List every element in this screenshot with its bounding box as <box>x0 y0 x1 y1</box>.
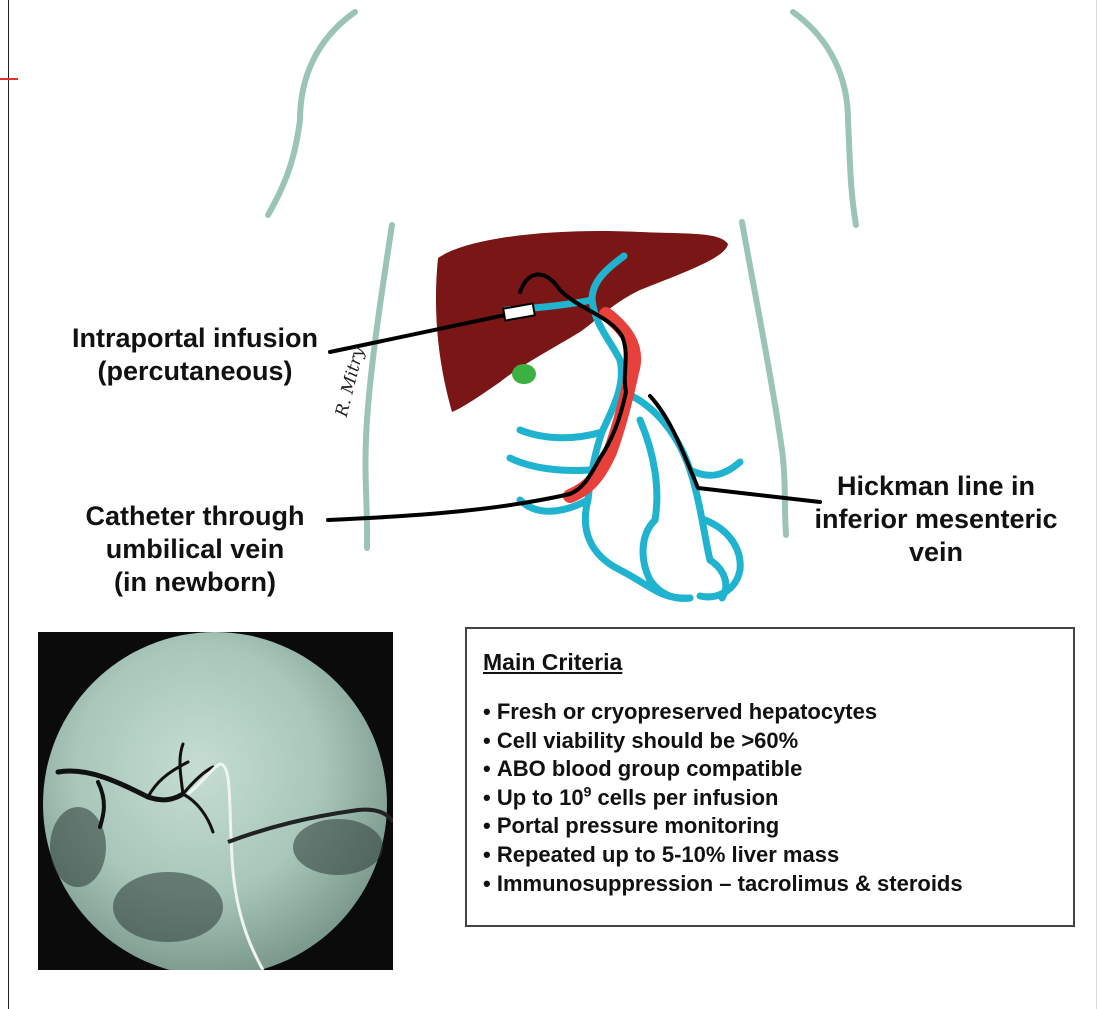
label-intraportal-infusion: Intraportal infusion (percutaneous) <box>60 322 330 388</box>
criteria-list: Fresh or cryopreserved hepatocytes Cell … <box>483 698 1073 898</box>
list-item: Immunosuppression – tacrolimus & steroid… <box>483 870 1073 899</box>
list-item-text: ABO blood group compatible <box>497 756 803 781</box>
list-item-text: Cell viability should be >60% <box>497 728 798 753</box>
gallbladder-shape <box>512 364 536 384</box>
label-line: vein <box>808 536 1064 569</box>
list-item: Repeated up to 5-10% liver mass <box>483 841 1073 870</box>
criteria-title: Main Criteria <box>483 649 1073 676</box>
label-line: (percutaneous) <box>60 355 330 388</box>
label-line: umbilical vein <box>66 533 324 566</box>
list-item-text: Repeated up to 5-10% liver mass <box>497 842 839 867</box>
list-item-text: Immunosuppression – tacrolimus & steroid… <box>497 871 963 896</box>
label-line: inferior mesenteric <box>808 503 1064 536</box>
list-item: ABO blood group compatible <box>483 755 1073 784</box>
list-item-text: Up to 10 <box>497 785 584 810</box>
label-line: Catheter through <box>66 500 324 533</box>
list-item: Cell viability should be >60% <box>483 727 1073 756</box>
list-item-text: Fresh or cryopreserved hepatocytes <box>497 699 877 724</box>
label-catheter-umbilical: Catheter through umbilical vein (in newb… <box>66 500 324 599</box>
list-item-text: Portal pressure monitoring <box>497 813 779 838</box>
main-criteria-box: Main Criteria Fresh or cryopreserved hep… <box>465 627 1075 927</box>
list-item: Fresh or cryopreserved hepatocytes <box>483 698 1073 727</box>
xray-drawing <box>38 632 393 970</box>
list-item: Up to 109 cells per infusion <box>483 784 1073 813</box>
label-line: (in newborn) <box>66 566 324 599</box>
label-hickman-line: Hickman line in inferior mesenteric vein <box>808 470 1064 569</box>
label-line: Hickman line in <box>808 470 1064 503</box>
label-line: Intraportal infusion <box>60 322 330 355</box>
angiography-image <box>38 632 393 970</box>
list-item-text: cells per infusion <box>591 785 778 810</box>
list-item: Portal pressure monitoring <box>483 812 1073 841</box>
